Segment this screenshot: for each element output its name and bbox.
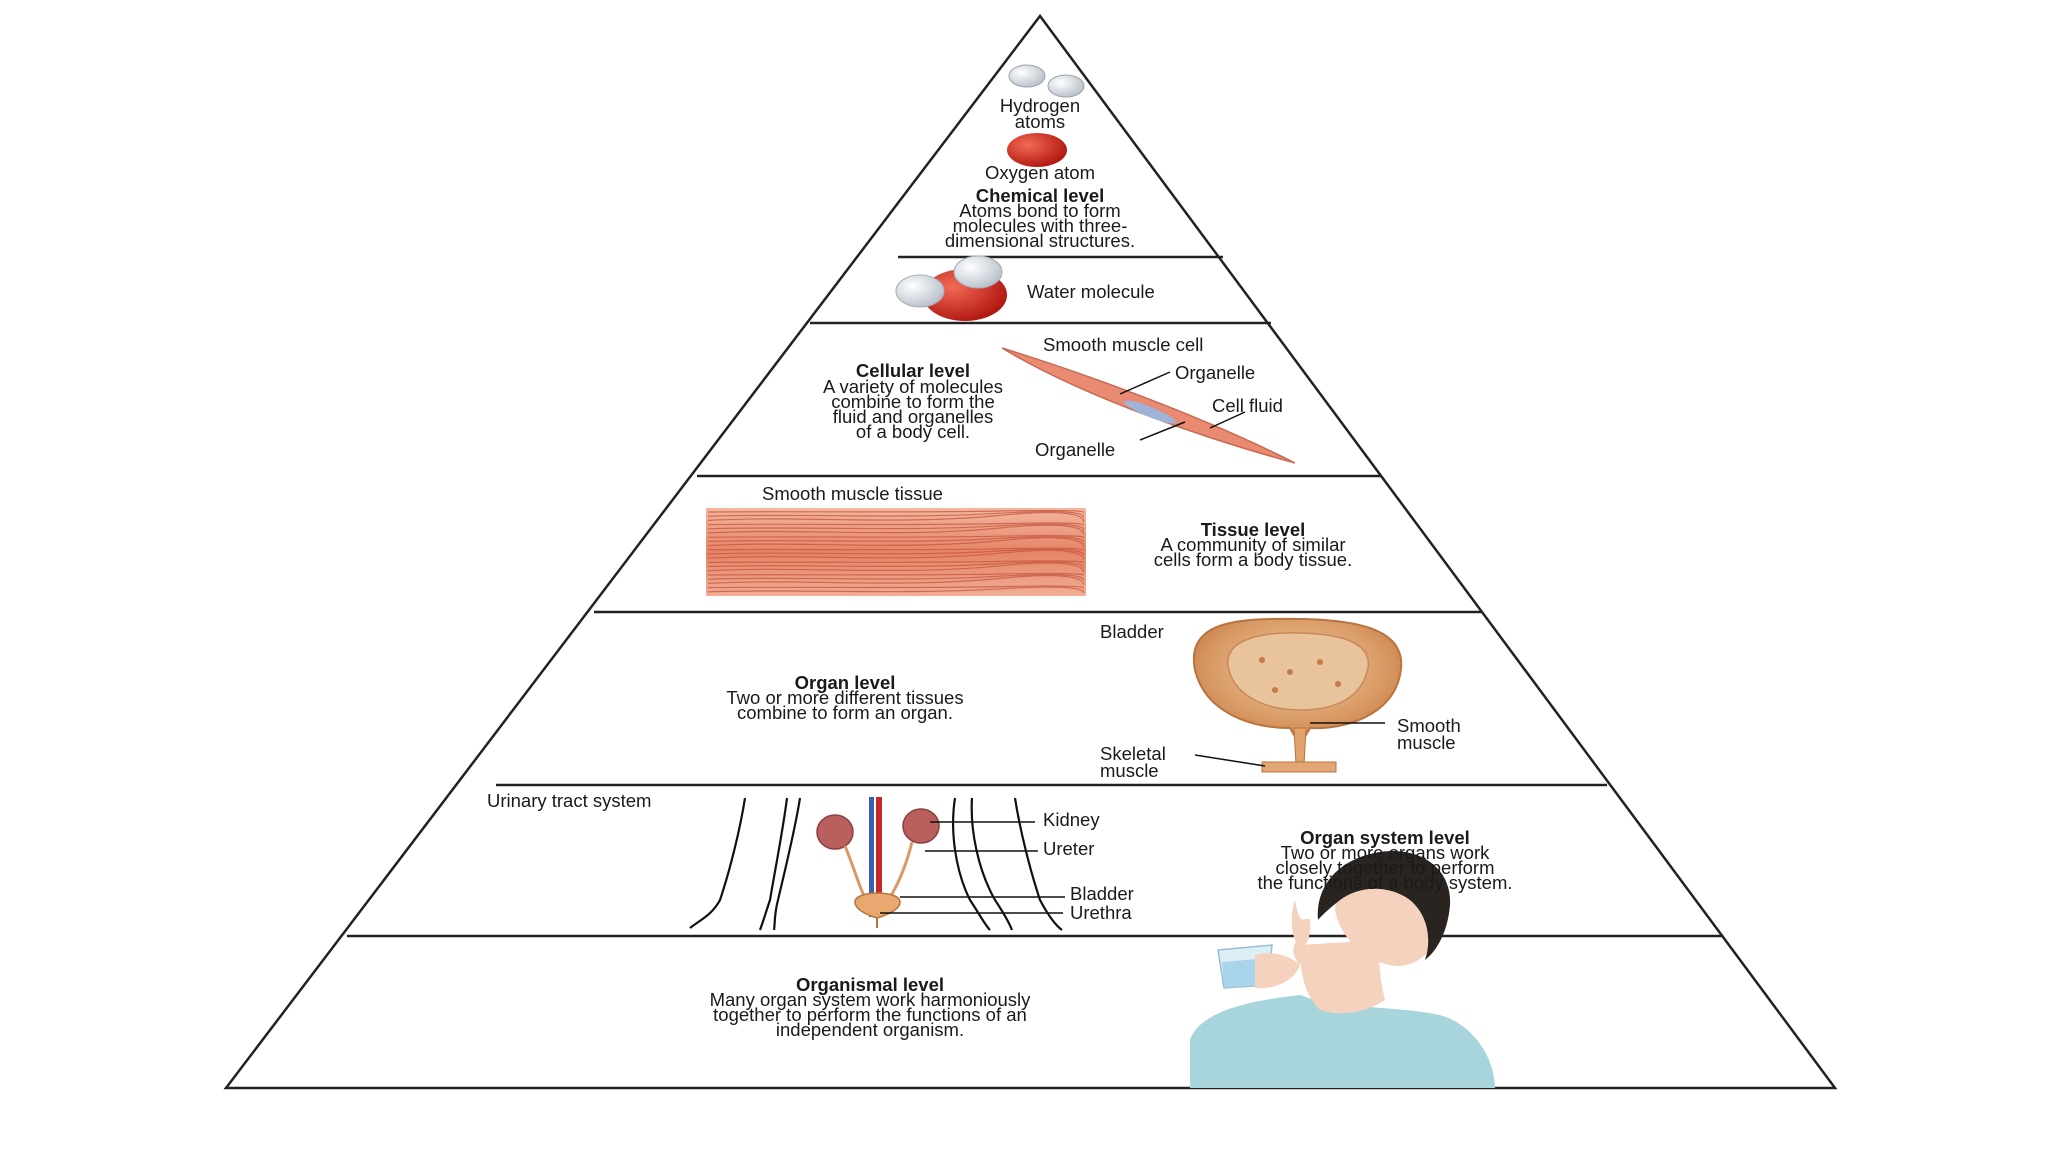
tissue-level-desc-line1: A community of similar bbox=[1160, 534, 1346, 555]
chemical-level-desc-line3: dimensional structures. bbox=[944, 230, 1136, 251]
bladder-label: Bladder bbox=[1100, 621, 1164, 642]
muscle-fiber-line bbox=[707, 585, 1085, 589]
hydrogen-atoms-label-line1: Hydrogen bbox=[999, 95, 1081, 116]
cellular-level-title: Cellular level bbox=[855, 360, 971, 381]
organismal-level-desc-line2: together to perform the functions of an bbox=[713, 1004, 1027, 1025]
water-molecule-icon bbox=[895, 255, 1007, 321]
hydrogen-atoms-icon bbox=[1008, 64, 1085, 98]
muscle-fiber-line bbox=[707, 535, 1085, 538]
bladder-icon bbox=[1192, 617, 1403, 773]
smooth-muscle-label-line1: Smooth bbox=[1397, 715, 1461, 736]
muscle-fiber-line bbox=[707, 524, 1085, 535]
smooth-muscle-cell-icon bbox=[1001, 347, 1296, 464]
muscle-fiber-line bbox=[707, 572, 1085, 576]
smooth-muscle-tissue-icon bbox=[706, 508, 1086, 596]
cellular-level-desc-line2: combine to form the bbox=[831, 391, 995, 412]
muscle-fiber-line bbox=[707, 560, 1085, 564]
system-bladder-label: Bladder bbox=[1070, 883, 1134, 904]
muscle-fiber-line bbox=[707, 510, 1085, 518]
smooth-muscle-cell-label: Smooth muscle cell bbox=[1043, 334, 1204, 355]
skeletal-muscle-label-line1: Skeletal bbox=[1100, 743, 1166, 764]
organ-system-level-desc-line3: the functions of a body system. bbox=[1257, 872, 1513, 893]
muscle-fiber-line bbox=[707, 509, 1085, 513]
urethra-label: Urethra bbox=[1070, 902, 1132, 923]
muscle-fiber-line bbox=[707, 586, 1085, 593]
ureter-label: Ureter bbox=[1043, 838, 1095, 859]
tissue-level-desc-line2: cells form a body tissue. bbox=[1153, 549, 1353, 570]
muscle-fiber-line bbox=[707, 575, 1085, 585]
skeletal-muscle-label-line2: muscle bbox=[1100, 760, 1159, 781]
cellular-level-desc-line4: of a body cell. bbox=[855, 421, 971, 442]
smooth-muscle-label-line2: muscle bbox=[1397, 732, 1456, 753]
muscle-fiber-line bbox=[707, 548, 1085, 556]
organ-level-desc-line1: Two or more different tissues bbox=[726, 687, 964, 708]
organismal-level-title: Organismal level bbox=[795, 974, 945, 995]
urinary-tract-system-label: Urinary tract system bbox=[487, 790, 652, 811]
oxygen-atom-label: Oxygen atom bbox=[984, 162, 1096, 183]
muscle-fiber-line bbox=[707, 573, 1085, 581]
cellular-level-desc-line3: fluid and organelles bbox=[832, 406, 994, 427]
muscle-fiber-line bbox=[707, 522, 1085, 526]
hydrogen-atoms-label-line2: atoms bbox=[1014, 111, 1066, 132]
urinary-tract-system-icon bbox=[689, 797, 1065, 931]
cell-fluid-label: Cell fluid bbox=[1212, 395, 1283, 416]
organelle-label-top: Organelle bbox=[1175, 362, 1256, 383]
muscle-fiber-line bbox=[707, 562, 1085, 573]
muscle-fiber-line bbox=[707, 537, 1085, 547]
muscle-fiber-line bbox=[707, 512, 1085, 522]
cellular-level-desc-line1: A variety of molecules bbox=[823, 376, 1003, 397]
muscle-fiber-line bbox=[707, 549, 1085, 560]
chemical-level-desc-line1: Atoms bond to form bbox=[959, 200, 1121, 221]
tissue-level-title: Tissue level bbox=[1200, 519, 1306, 540]
organismal-level-desc-line3: independent organism. bbox=[775, 1019, 965, 1040]
woman-drinking-icon bbox=[1190, 851, 1495, 1088]
chemical-level-desc-line2: molecules with three- bbox=[952, 215, 1128, 236]
oxygen-atom-icon bbox=[1007, 133, 1067, 167]
organ-system-level-desc-line2: closely together to perform bbox=[1275, 857, 1495, 878]
muscle-fiber-line bbox=[707, 523, 1085, 530]
organ-level-desc-line2: combine to form an organ. bbox=[737, 702, 953, 723]
water-molecule-label: Water molecule bbox=[1027, 281, 1155, 302]
organelle-label-bottom: Organelle bbox=[1035, 439, 1116, 460]
muscle-fiber-line bbox=[707, 561, 1085, 568]
organ-level-title: Organ level bbox=[794, 672, 896, 693]
smooth-muscle-tissue-label: Smooth muscle tissue bbox=[762, 483, 943, 504]
organ-system-level-desc-line1: Two or more organs work bbox=[1280, 842, 1490, 863]
muscle-fiber-line bbox=[707, 547, 1085, 551]
chemical-level-title: Chemical level bbox=[975, 185, 1105, 206]
kidney-label: Kidney bbox=[1043, 809, 1100, 830]
organ-system-level-title: Organ system level bbox=[1300, 827, 1470, 848]
organismal-level-desc-line1: Many organ system work harmoniously bbox=[709, 989, 1031, 1010]
muscle-fiber-line bbox=[707, 536, 1085, 543]
